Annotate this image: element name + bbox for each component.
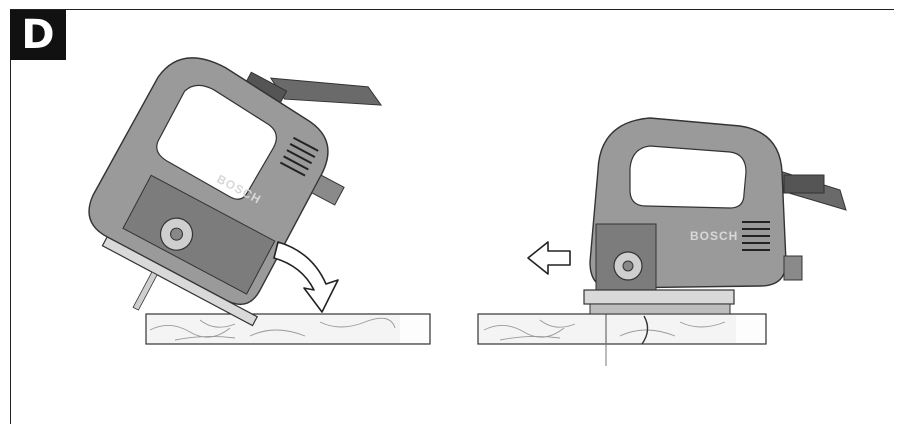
right-scene: BOSCH	[477, 117, 847, 366]
right-wood-board	[477, 300, 767, 366]
left-border-line	[10, 9, 11, 424]
direction-arrow-left-icon	[527, 241, 571, 275]
jigsaw-upright-illustration: BOSCH	[583, 117, 847, 315]
left-wood-board	[145, 313, 431, 345]
jigsaw-tilted-illustration: BOSCH	[88, 57, 383, 327]
top-border-line	[10, 9, 894, 10]
rotation-arrow-icon	[273, 241, 339, 313]
left-scene: BOSCH	[88, 57, 431, 345]
brand-text-right: BOSCH	[690, 229, 738, 243]
angle-marker-icon	[641, 315, 649, 345]
figure-label-badge: D	[10, 10, 66, 60]
